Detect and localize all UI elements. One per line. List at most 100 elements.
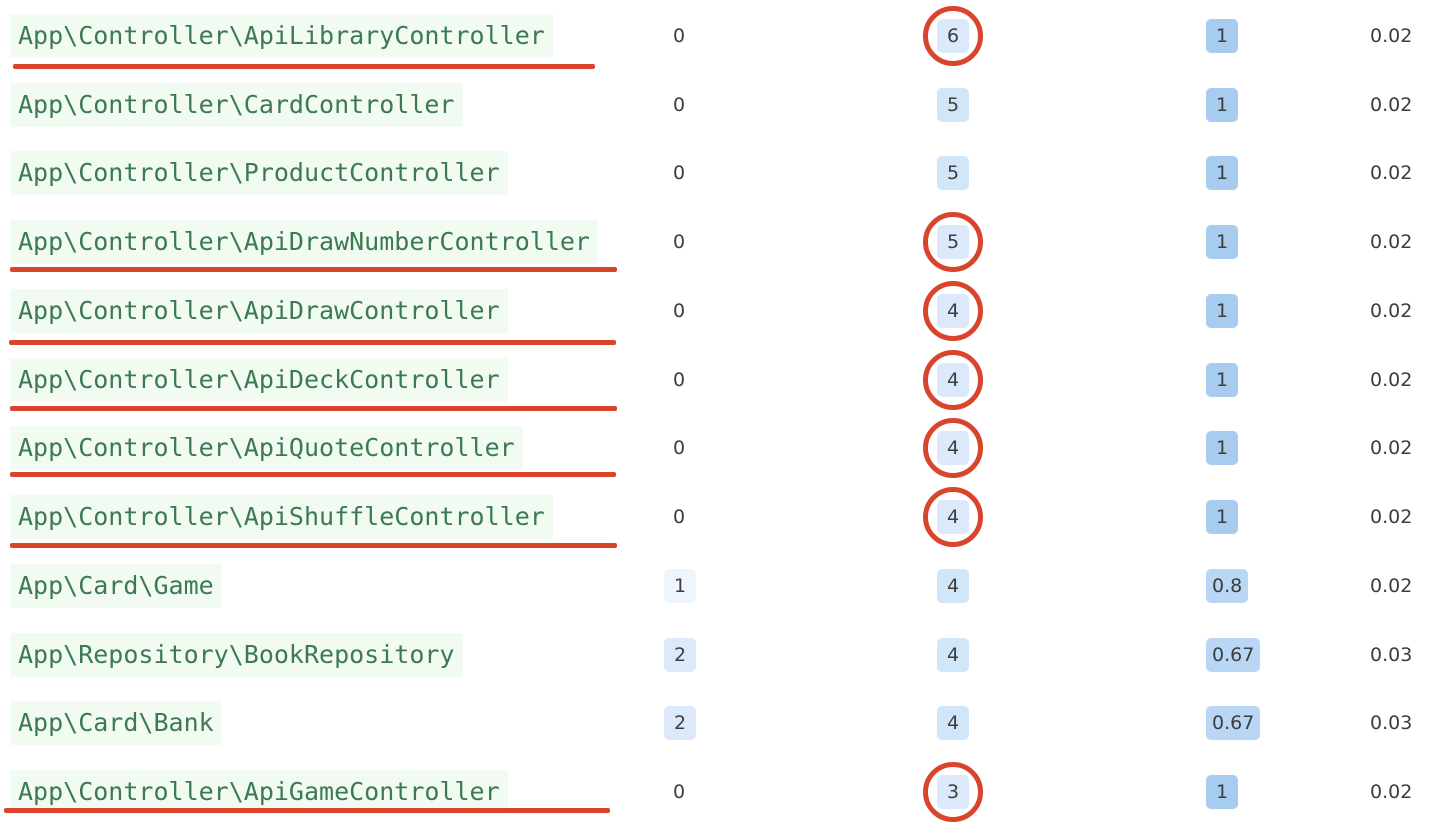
highlight-circle xyxy=(923,487,983,547)
metric-cell-1: 0 xyxy=(664,139,696,207)
metric-cell-2: 4 xyxy=(923,277,983,345)
table-row[interactable]: App\Repository\BookRepository 2 4 0.67 0.03 xyxy=(0,621,1450,689)
metric-cell-4: 0.02 xyxy=(1360,758,1440,826)
metric-cell-4: 0.02 xyxy=(1360,208,1440,276)
metric-value: 0.02 xyxy=(1370,94,1413,116)
class-name[interactable]: App\Controller\ApiDrawController xyxy=(10,289,508,333)
metric-badge: 0.67 xyxy=(1206,638,1261,672)
highlight-underline xyxy=(9,340,616,345)
metric-cell-2: 5 xyxy=(923,208,983,276)
metric-value: 0 xyxy=(673,162,686,184)
metric-badge: 1 xyxy=(1206,294,1238,328)
metric-cell-2: 4 xyxy=(937,552,969,620)
metric-value: 0.02 xyxy=(1370,162,1413,184)
highlight-underline xyxy=(13,64,595,69)
class-name[interactable]: App\Card\Game xyxy=(10,564,222,608)
metric-value: 0.02 xyxy=(1370,300,1413,322)
highlight-underline xyxy=(4,808,610,813)
metric-badge: 0.8 xyxy=(1206,569,1249,603)
metric-value: 0.02 xyxy=(1370,25,1413,47)
metric-value: 0.02 xyxy=(1370,781,1413,803)
metric-cell-3: 1 xyxy=(1206,208,1286,276)
table-row[interactable]: App\Controller\ProductController 0 5 1 0.02 xyxy=(0,139,1450,207)
highlight-circle xyxy=(923,418,983,478)
table-row[interactable]: App\Controller\CardController 0 5 1 0.02 xyxy=(0,71,1450,139)
metric-badge: 4 xyxy=(937,638,969,672)
metric-cell-4: 0.03 xyxy=(1360,621,1440,689)
class-name[interactable]: App\Controller\CardController xyxy=(10,83,463,127)
class-name[interactable]: App\Controller\ApiDeckController xyxy=(10,358,508,402)
metric-cell-4: 0.02 xyxy=(1360,139,1440,207)
class-name[interactable]: App\Card\Bank xyxy=(10,701,222,745)
metric-cell-2: 5 xyxy=(937,139,969,207)
class-name[interactable]: App\Controller\ApiLibraryController xyxy=(10,14,553,58)
metric-value: 0 xyxy=(673,437,686,459)
metric-value: 0 xyxy=(673,231,686,253)
class-name[interactable]: App\Repository\BookRepository xyxy=(10,633,463,677)
metric-cell-3: 1 xyxy=(1206,139,1286,207)
highlight-underline xyxy=(10,543,617,548)
class-name[interactable]: App\Controller\ApiDrawNumberController xyxy=(10,220,598,264)
metric-badge: 4 xyxy=(937,569,969,603)
metric-cell-1: 1 xyxy=(664,552,696,620)
metric-badge: 1 xyxy=(664,569,696,603)
metric-cell-2: 4 xyxy=(923,414,983,482)
metric-value: 0.02 xyxy=(1370,231,1413,253)
metric-badge: 1 xyxy=(1206,225,1238,259)
metric-cell-3: 0.8 xyxy=(1206,552,1286,620)
highlight-underline xyxy=(10,406,617,411)
metric-value: 0.03 xyxy=(1370,644,1413,666)
metric-badge: 5 xyxy=(937,88,969,122)
metric-cell-3: 1 xyxy=(1206,414,1286,482)
metric-cell-2: 4 xyxy=(937,689,969,757)
metric-cell-4: 0.02 xyxy=(1360,414,1440,482)
table-row[interactable]: App\Controller\ApiGameController 0 3 1 0.02 xyxy=(0,758,1450,826)
metric-cell-3: 1 xyxy=(1206,758,1286,826)
metric-badge: 2 xyxy=(664,638,696,672)
highlight-circle xyxy=(923,762,983,822)
metric-cell-2: 4 xyxy=(923,346,983,414)
class-name[interactable]: App\Controller\ApiShuffleController xyxy=(10,495,553,539)
highlight-circle xyxy=(923,281,983,341)
metric-cell-2: 5 xyxy=(937,71,969,139)
metric-cell-4: 0.02 xyxy=(1360,483,1440,551)
metric-cell-1: 0 xyxy=(664,71,696,139)
highlight-circle xyxy=(923,6,983,66)
highlight-circle xyxy=(923,212,983,272)
metric-cell-3: 1 xyxy=(1206,2,1286,70)
metric-badge: 0.67 xyxy=(1206,706,1261,740)
class-name[interactable]: App\Controller\ApiGameController xyxy=(10,770,508,814)
metric-cell-1: 0 xyxy=(664,414,696,482)
table-row[interactable]: App\Card\Game 1 4 0.8 0.02 xyxy=(0,552,1450,620)
metric-value: 0 xyxy=(673,300,686,322)
metric-badge: 1 xyxy=(1206,363,1238,397)
metric-value: 0 xyxy=(673,25,686,47)
metric-value: 0.02 xyxy=(1370,437,1413,459)
metric-cell-3: 1 xyxy=(1206,71,1286,139)
highlight-underline xyxy=(10,267,617,272)
table-row[interactable]: App\Controller\ApiDrawNumberController 0 5… xyxy=(0,208,1450,276)
table-row[interactable]: App\Card\Bank 2 4 0.67 0.03 xyxy=(0,689,1450,757)
metric-badge: 4 xyxy=(937,706,969,740)
metric-value: 0 xyxy=(673,506,686,528)
class-name[interactable]: App\Controller\ApiQuoteController xyxy=(10,426,523,470)
metric-cell-2: 4 xyxy=(923,483,983,551)
metric-value: 0.03 xyxy=(1370,712,1413,734)
metric-cell-2: 3 xyxy=(923,758,983,826)
metric-cell-3: 0.67 xyxy=(1206,621,1286,689)
metric-cell-1: 2 xyxy=(664,621,696,689)
table-row[interactable]: App\Controller\ApiDrawController 0 4 1 0.02 xyxy=(0,277,1450,345)
metric-cell-3: 0.67 xyxy=(1206,689,1286,757)
metric-value: 0.02 xyxy=(1370,575,1413,597)
metric-cell-1: 0 xyxy=(664,758,696,826)
table-row[interactable]: App\Controller\ApiQuoteController 0 4 1 0.02 xyxy=(0,414,1450,482)
metric-value: 0 xyxy=(673,369,686,391)
metric-badge: 2 xyxy=(664,706,696,740)
table-row[interactable]: App\Controller\ApiDeckController 0 4 1 0.02 xyxy=(0,346,1450,414)
metric-value: 0.02 xyxy=(1370,369,1413,391)
metric-cell-1: 0 xyxy=(664,2,696,70)
class-name[interactable]: App\Controller\ProductController xyxy=(10,151,508,195)
